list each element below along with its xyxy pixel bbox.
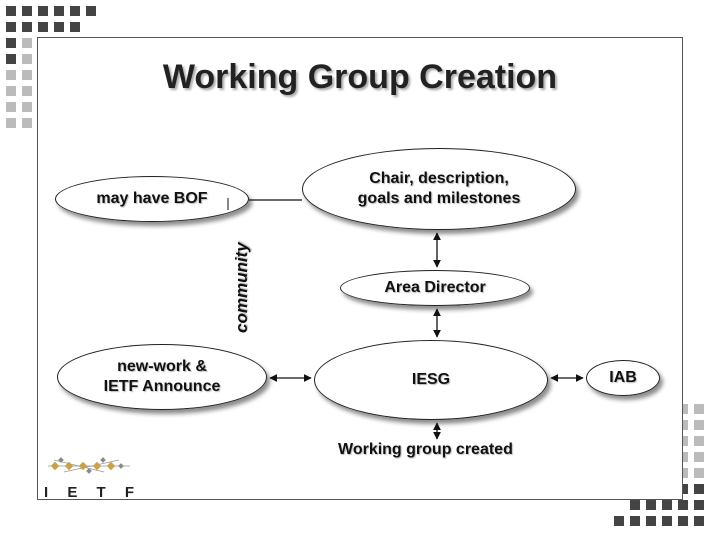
chair-label-line2: goals and milestones: [357, 190, 521, 207]
bof-ellipse: may have BOF: [55, 176, 249, 222]
announce-label-line2: IETF Announce: [103, 378, 221, 395]
bof-label: may have BOF: [96, 190, 208, 207]
chair-label-line1: Chair, description,: [369, 170, 509, 187]
ietf-logo-icon: [48, 457, 130, 474]
logo-letter: I: [44, 484, 49, 501]
logo-letter: T: [96, 484, 106, 501]
iab-ellipse: IAB: [586, 360, 660, 396]
slide-title: Working Group Creation: [162, 58, 558, 96]
area-director-ellipse: Area Director: [340, 270, 530, 306]
announce-label-line1: new-work &: [117, 358, 207, 375]
slide-frame: [37, 37, 683, 500]
logo-letter: F: [124, 484, 134, 501]
iab-label: IAB: [609, 369, 637, 386]
iesg-label: IESG: [411, 371, 451, 388]
working-group-created-label: Working group created: [338, 441, 513, 458]
iesg-ellipse: IESG: [314, 340, 548, 420]
area-director-label: Area Director: [384, 279, 486, 296]
chair-ellipse: Chair, description, goals and milestones: [302, 148, 576, 230]
announce-ellipse: new-work & IETF Announce: [57, 344, 267, 410]
logo-letter: E: [67, 484, 78, 501]
ietf-logo-letters: I E T F: [44, 484, 134, 501]
